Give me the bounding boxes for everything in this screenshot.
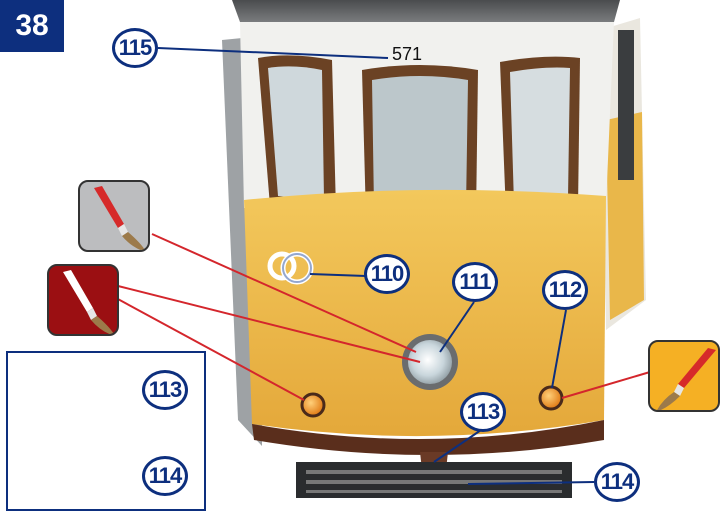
step-number-badge: 38 — [0, 0, 64, 52]
tram-roof — [232, 0, 620, 22]
paintbrush-icon — [650, 342, 720, 412]
right-marker-lamp — [540, 387, 562, 409]
callout-114-inset: 114 — [142, 456, 188, 496]
paint-swatch-dark-red — [47, 264, 119, 336]
callout-115: 115 — [112, 28, 158, 68]
callout-113-inset: 113 — [142, 370, 188, 410]
tram-number-label: 571 — [392, 44, 422, 65]
paintbrush-icon — [49, 266, 119, 336]
headlamp — [402, 334, 458, 390]
callout-110: 110 — [364, 254, 410, 294]
paintbrush-icon — [80, 182, 150, 252]
paint-swatch-grey — [78, 180, 150, 252]
callout-114-main: 114 — [594, 462, 640, 502]
left-marker-lamp — [302, 394, 324, 416]
callout-113-main: 113 — [460, 392, 506, 432]
paint-swatch-orange — [648, 340, 720, 412]
lifeguard-fender — [296, 462, 572, 498]
callout-111: 111 — [452, 262, 498, 302]
callout-112: 112 — [542, 270, 588, 310]
